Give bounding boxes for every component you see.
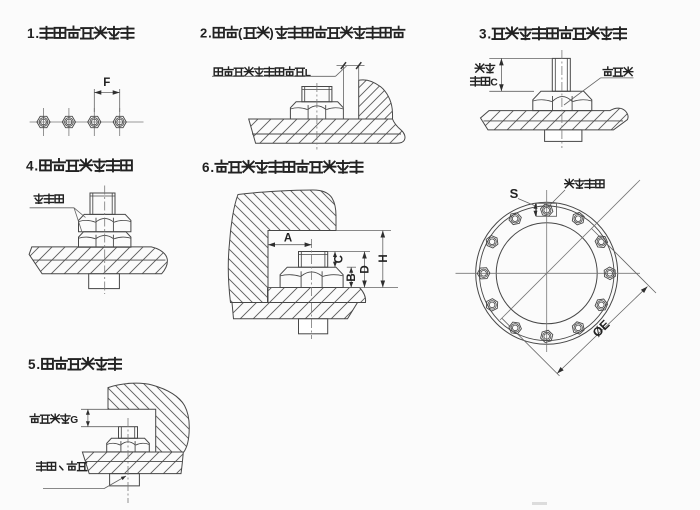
- svg-text:2: 2: [200, 26, 207, 41]
- svg-text:S: S: [510, 186, 519, 201]
- svg-text:A: A: [284, 233, 292, 245]
- svg-text:L: L: [305, 68, 311, 79]
- svg-text:B: B: [346, 273, 358, 281]
- svg-text:3: 3: [479, 27, 487, 42]
- svg-text:F: F: [103, 77, 110, 89]
- svg-text:5: 5: [28, 357, 36, 372]
- svg-text:6: 6: [202, 160, 210, 175]
- svg-text:.: .: [34, 159, 38, 174]
- svg-text:H: H: [378, 254, 390, 262]
- svg-text:C: C: [490, 77, 498, 88]
- svg-text:.: .: [487, 27, 491, 42]
- svg-text:.: .: [36, 357, 40, 372]
- svg-text:(: (: [238, 26, 243, 41]
- svg-text:.: .: [35, 26, 39, 41]
- svg-text:C: C: [333, 255, 345, 263]
- svg-text:D: D: [360, 265, 372, 273]
- svg-text:4: 4: [26, 159, 34, 174]
- svg-text:G: G: [70, 415, 78, 426]
- svg-text:): ): [269, 26, 273, 41]
- svg-text:.: .: [208, 26, 212, 41]
- svg-text:.: .: [210, 160, 214, 175]
- svg-text:1: 1: [27, 26, 35, 41]
